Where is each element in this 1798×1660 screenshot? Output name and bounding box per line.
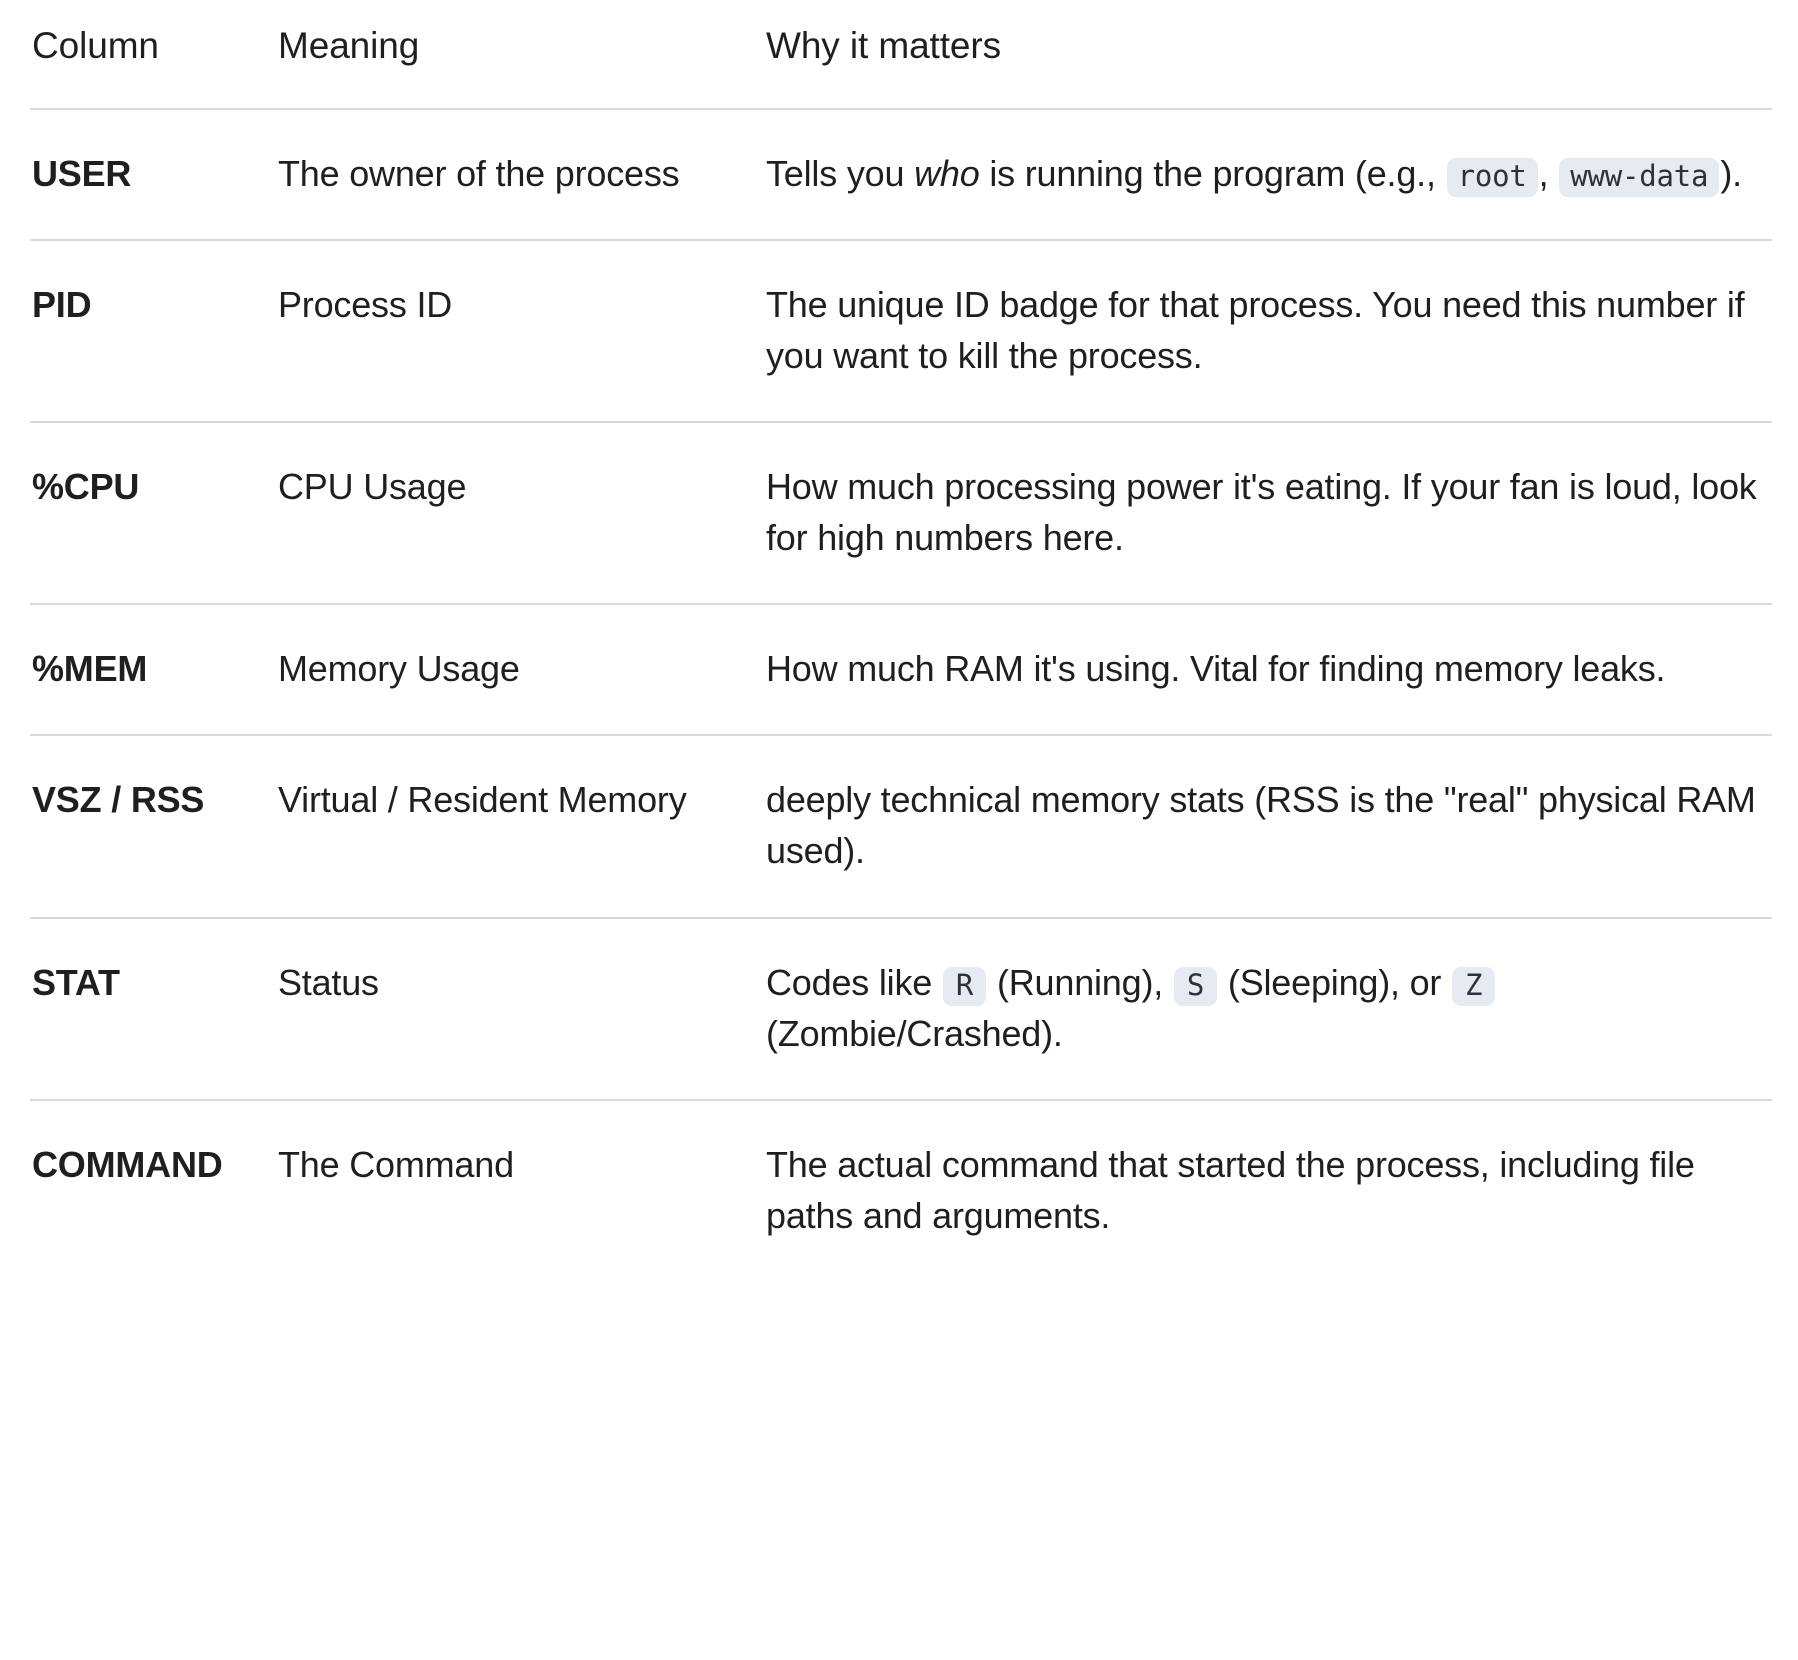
code-badge-r: R [942, 966, 987, 1006]
row-why-user: Tells you who is running the program (e.… [760, 109, 1772, 240]
why-text-segment: ). [1720, 152, 1742, 194]
table-row: USER The owner of the process Tells you … [30, 109, 1772, 240]
table-header-row: Column Meaning Why it matters [30, 18, 1772, 109]
table-body: USER The owner of the process Tells you … [30, 109, 1772, 1281]
why-text-segment: (Running), [987, 961, 1173, 1003]
row-label-vsz-rss: VSZ / RSS [32, 779, 205, 821]
why-text-segment: Codes like [766, 961, 942, 1003]
table-header: Column Meaning Why it matters [30, 18, 1772, 109]
row-why-stat: Codes like R (Running), S (Sleeping), or… [760, 918, 1772, 1100]
row-meaning-mem: Memory Usage [278, 648, 520, 690]
why-text-segment: is running the program (e.g., [979, 152, 1446, 194]
row-label-cpu: %CPU [32, 465, 140, 507]
table-row: STAT Status Codes like R (Running), S (S… [30, 918, 1772, 1100]
row-label-pid: PID [32, 283, 92, 325]
row-meaning-cpu: CPU Usage [278, 465, 467, 507]
row-meaning-command: The Command [278, 1143, 514, 1185]
table-row: COMMAND The Command The actual command t… [30, 1100, 1772, 1281]
row-why-pid: The unique ID badge for that process. Yo… [766, 283, 1745, 376]
ps-columns-reference-table: Column Meaning Why it matters USER The o… [30, 18, 1772, 1281]
row-why-cpu: How much processing power it's eating. I… [766, 465, 1757, 559]
row-meaning-vsz-rss: Virtual / Resident Memory [278, 779, 687, 821]
row-why-mem: How much RAM it's using. Vital for findi… [766, 648, 1666, 690]
row-label-user: USER [32, 152, 132, 194]
emphasis-who: who [914, 152, 980, 194]
row-meaning-stat: Status [278, 961, 379, 1003]
column-header-meaning: Meaning [278, 25, 420, 66]
row-why-command: The actual command that started the proc… [766, 1143, 1695, 1236]
row-meaning-user: The owner of the process [278, 152, 680, 194]
table-row: PID Process ID The unique ID badge for t… [30, 240, 1772, 422]
row-label-command: COMMAND [32, 1143, 223, 1185]
why-text-segment: (Sleeping), or [1218, 961, 1452, 1003]
code-badge-z: Z [1452, 966, 1496, 1006]
code-badge-s: S [1173, 966, 1218, 1006]
why-text-segment: (Zombie/Crashed). [766, 1012, 1063, 1054]
column-header-column: Column [32, 25, 159, 66]
table-row: %CPU CPU Usage How much processing power… [30, 422, 1772, 605]
why-text-segment: Tells you [766, 152, 915, 194]
column-header-why-it-matters: Why it matters [766, 25, 1002, 66]
row-label-mem: %MEM [32, 648, 148, 690]
table-row: VSZ / RSS Virtual / Resident Memory deep… [30, 735, 1772, 918]
code-badge-www-data: www-data [1559, 157, 1720, 197]
row-meaning-pid: Process ID [278, 283, 453, 325]
why-text-segment: , [1538, 152, 1559, 194]
row-why-vsz-rss: deeply technical memory stats (RSS is th… [766, 779, 1756, 872]
code-badge-root: root [1446, 157, 1538, 197]
table-row: %MEM Memory Usage How much RAM it's usin… [30, 604, 1772, 736]
row-label-stat: STAT [32, 961, 120, 1003]
